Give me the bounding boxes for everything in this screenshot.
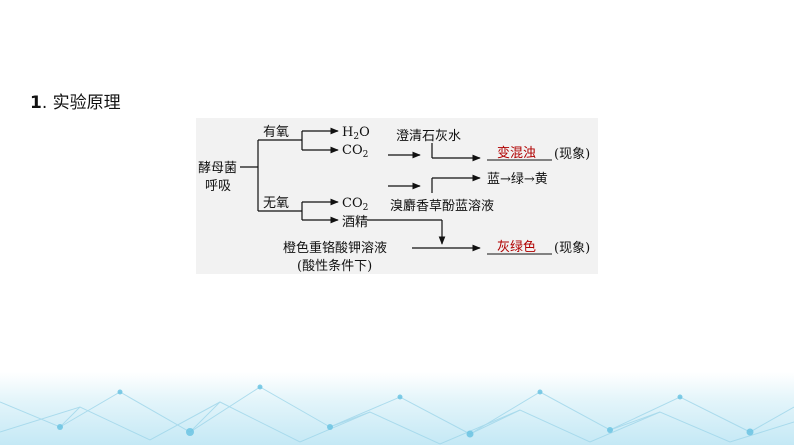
co2-anaerobic-product: CO2 bbox=[342, 196, 368, 213]
decorative-network-band bbox=[0, 372, 794, 445]
dichromate-condition: (酸性条件下) bbox=[297, 258, 372, 274]
aerobic-bracket bbox=[301, 127, 339, 154]
section-number: 1 bbox=[30, 93, 42, 113]
btb-reagent: 溴麝香草酚蓝溶液 bbox=[390, 199, 494, 214]
aerobic-label: 有氧 bbox=[263, 125, 289, 140]
co2-detection-arrows bbox=[388, 143, 481, 193]
alcohol-product: 酒精 bbox=[342, 215, 368, 230]
organism-label-line2: 呼吸 bbox=[205, 179, 231, 194]
anaerobic-bracket bbox=[301, 198, 339, 224]
turbid-answer: 变混浊 bbox=[497, 145, 536, 161]
color-change-result: 蓝→绿→黄 bbox=[487, 172, 548, 187]
section-heading: 1. 实验原理 bbox=[30, 88, 121, 113]
gray-green-suffix: (现象) bbox=[554, 241, 590, 256]
section-title: . 实验原理 bbox=[41, 93, 121, 113]
water-product: H2O bbox=[342, 125, 370, 142]
alcohol-detection-arrows bbox=[367, 219, 481, 252]
organism-label-line1: 酵母菌 bbox=[198, 161, 237, 176]
anaerobic-label: 无氧 bbox=[263, 196, 289, 211]
dichromate-reagent: 橙色重铬酸钾溶液 bbox=[283, 240, 387, 256]
turbid-suffix: (现象) bbox=[554, 147, 590, 162]
network-pattern bbox=[0, 384, 794, 445]
co2-aerobic-product: CO2 bbox=[342, 143, 368, 160]
gray-green-answer: 灰绿色 bbox=[497, 239, 536, 255]
diagram-panel bbox=[196, 118, 598, 274]
limewater-reagent: 澄清石灰水 bbox=[396, 129, 461, 144]
main-bracket bbox=[240, 139, 302, 212]
